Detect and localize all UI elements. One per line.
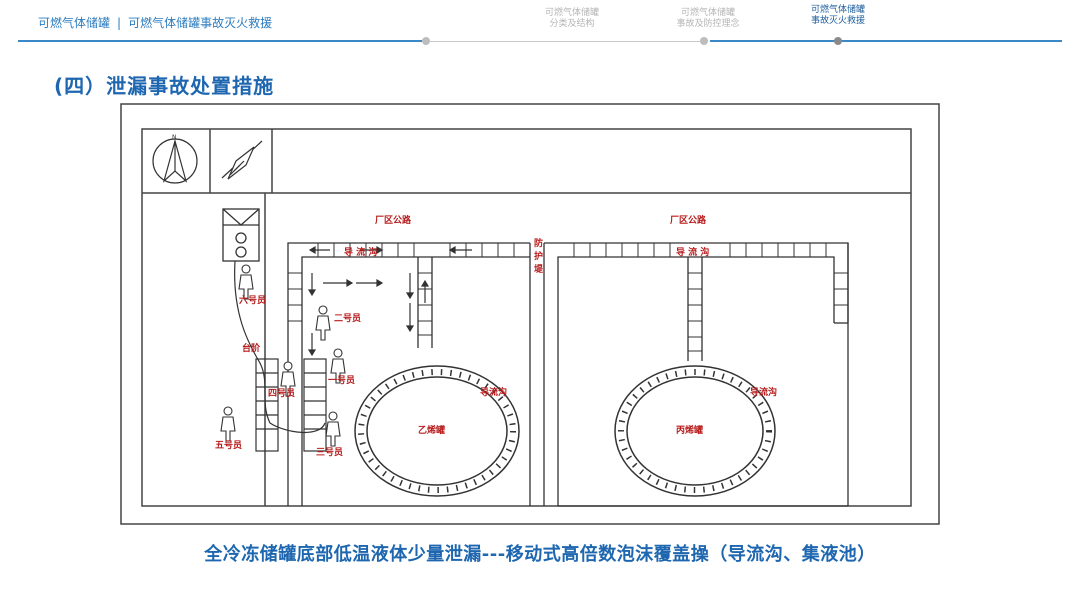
step-1[interactable]: 可燃气体储罐 分类及结构 bbox=[530, 8, 614, 30]
diagram-caption: 全冷冻储罐底部低温液体少量泄漏---移动式高倍数泡沫覆盖操（导流沟、集液池） bbox=[204, 544, 876, 565]
tank-left bbox=[354, 365, 520, 497]
staff-label-4: 四号员 bbox=[268, 388, 295, 399]
flow-arrows bbox=[307, 245, 472, 357]
dike-label-3: 堤 bbox=[534, 264, 544, 275]
north-label: N bbox=[172, 134, 177, 141]
staff-label-6: 六号员 bbox=[239, 294, 266, 306]
tank-label-right: 丙烯罐 bbox=[676, 424, 703, 436]
person-3-icon bbox=[325, 411, 341, 447]
staff-label-2: 二号员 bbox=[334, 313, 361, 324]
breadcrumb-root: 可燃气体储罐 bbox=[38, 16, 111, 30]
step-2-line1: 可燃气体储罐 bbox=[680, 8, 735, 18]
road-label-left: 厂区公路 bbox=[375, 214, 412, 226]
staff-label-3: 三号员 bbox=[316, 447, 343, 458]
section-title: (四）泄漏事故处置措施 bbox=[54, 74, 275, 98]
outer-frame bbox=[120, 103, 940, 525]
stairs bbox=[255, 358, 327, 452]
channel-bricks-right bbox=[573, 243, 848, 352]
road-label-right: 厂区公路 bbox=[670, 214, 707, 226]
step-dot-1[interactable] bbox=[422, 37, 430, 45]
step-1-line1: 可燃气体储罐 bbox=[544, 8, 599, 18]
staff-figures bbox=[220, 264, 346, 447]
progress-track-1 bbox=[430, 41, 700, 42]
step-3-line2: 事故灭火救援 bbox=[810, 16, 865, 26]
progress-track-2 bbox=[710, 40, 1062, 42]
step-2[interactable]: 可燃气体储罐 事故及防控理念 bbox=[660, 8, 756, 30]
person-2-icon bbox=[315, 305, 331, 341]
step-3-line1: 可燃气体储罐 bbox=[810, 5, 865, 15]
person-4-icon bbox=[280, 361, 296, 397]
dike-label-2: 护 bbox=[534, 250, 543, 262]
north-compass-icon bbox=[152, 138, 198, 184]
step-dot-2[interactable] bbox=[700, 37, 708, 45]
breadcrumb-separator: | bbox=[117, 16, 122, 30]
dike-left bbox=[287, 242, 545, 506]
wind-direction-icon bbox=[221, 140, 263, 180]
header-rule bbox=[18, 40, 422, 42]
channel-label-ring-right: 导流沟 bbox=[750, 386, 777, 398]
step-1-line2: 分类及结构 bbox=[549, 19, 595, 29]
channel-label-ring-left: 导流沟 bbox=[480, 386, 507, 398]
foam-generator-icon bbox=[222, 208, 260, 262]
step-dot-3[interactable] bbox=[834, 37, 842, 45]
channel-label-top-right: 导 流 沟 bbox=[676, 246, 709, 258]
stairs-label: 台阶 bbox=[242, 342, 261, 354]
person-6-icon bbox=[238, 264, 254, 300]
step-3[interactable]: 可燃气体储罐 事故灭火救援 bbox=[796, 5, 880, 27]
tank-label-left: 乙烯罐 bbox=[418, 424, 445, 436]
person-1-icon bbox=[330, 348, 346, 384]
channel-label-top-left: 导 流 沟 bbox=[344, 246, 377, 258]
staff-label-5: 五号员 bbox=[215, 440, 242, 451]
step-2-line2: 事故及防控理念 bbox=[676, 19, 740, 29]
person-5-icon bbox=[220, 406, 236, 442]
staff-label-1: 一号员 bbox=[328, 375, 355, 386]
inner-frame bbox=[141, 128, 912, 507]
breadcrumb: 可燃气体储罐 | 可燃气体储罐事故灭火救援 bbox=[38, 16, 288, 31]
dike-label-1: 防 bbox=[534, 237, 543, 249]
right-boundary bbox=[558, 243, 849, 507]
foam-hose bbox=[234, 260, 326, 434]
breadcrumb-current: 可燃气体储罐事故灭火救援 bbox=[128, 16, 273, 30]
site-layout-diagram: N bbox=[120, 103, 940, 525]
tank-right bbox=[614, 365, 776, 497]
